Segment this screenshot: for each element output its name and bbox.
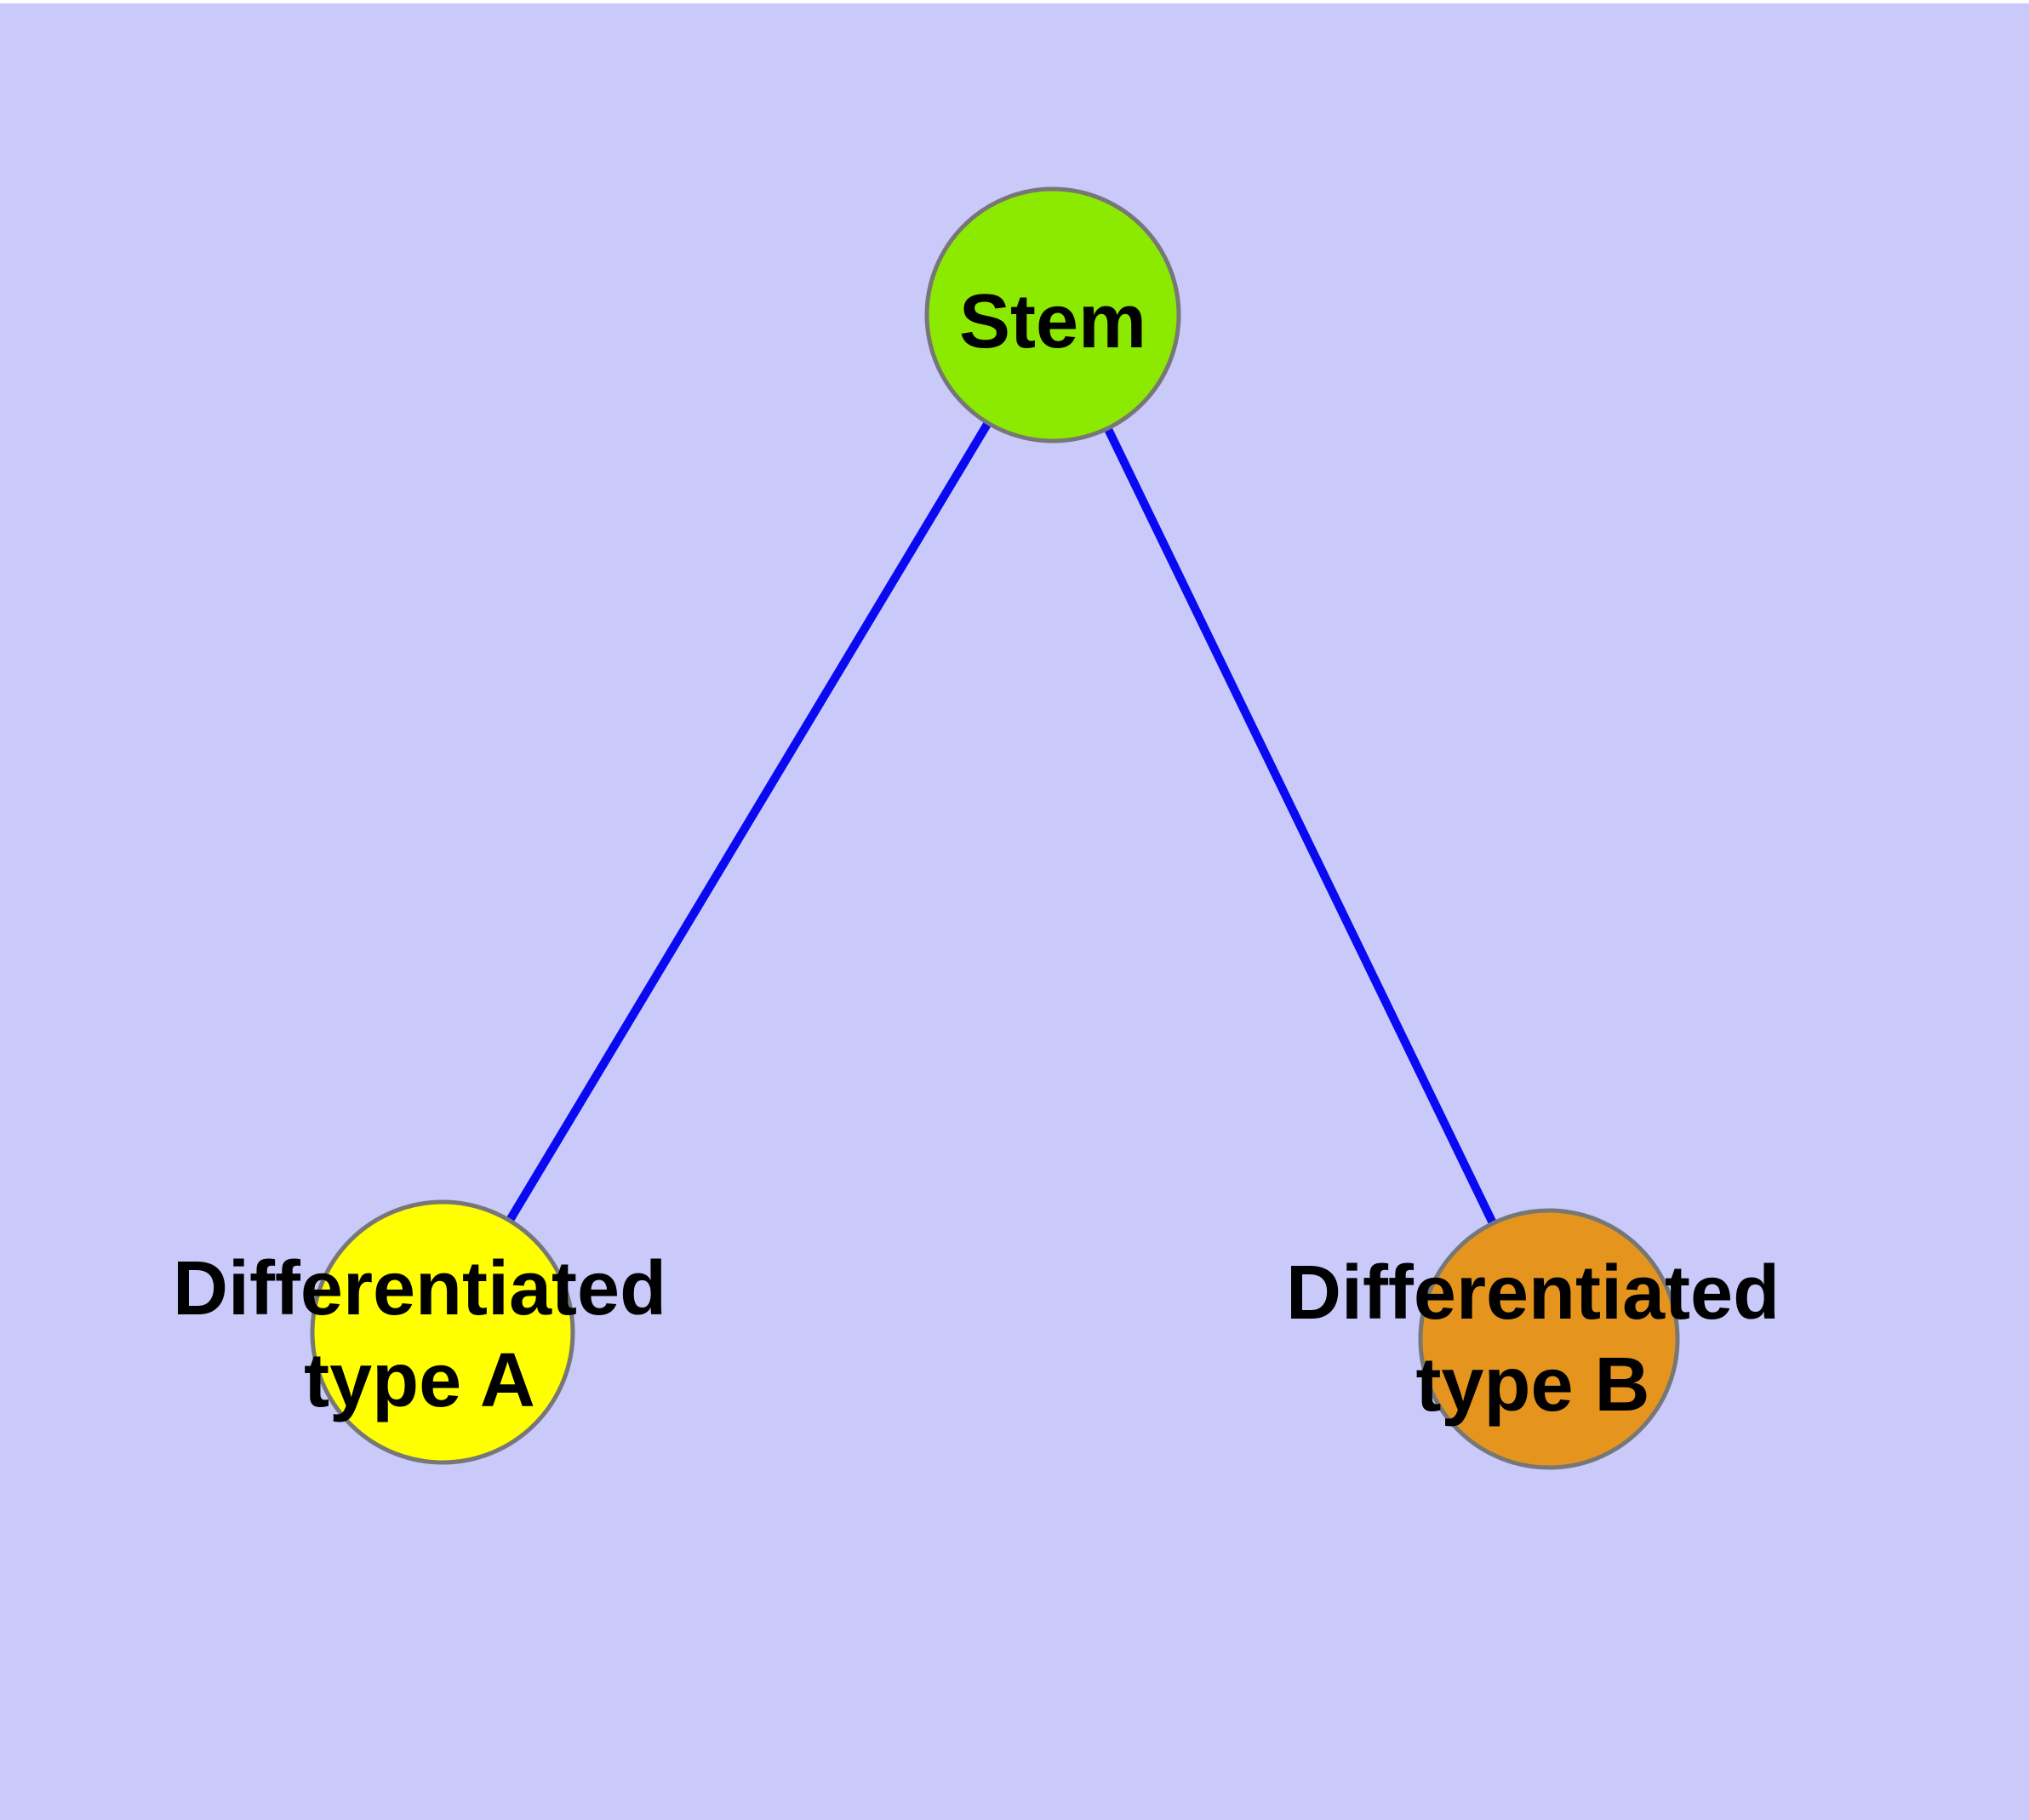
node-type-b-circle [1418, 1208, 1680, 1470]
page-top-border [0, 0, 2029, 3]
edge-stem-to-type-b [1049, 312, 1553, 1342]
node-stem-circle [924, 186, 1181, 444]
edge-stem-to-type-a [438, 312, 1057, 1335]
node-type-a-circle [310, 1199, 575, 1465]
